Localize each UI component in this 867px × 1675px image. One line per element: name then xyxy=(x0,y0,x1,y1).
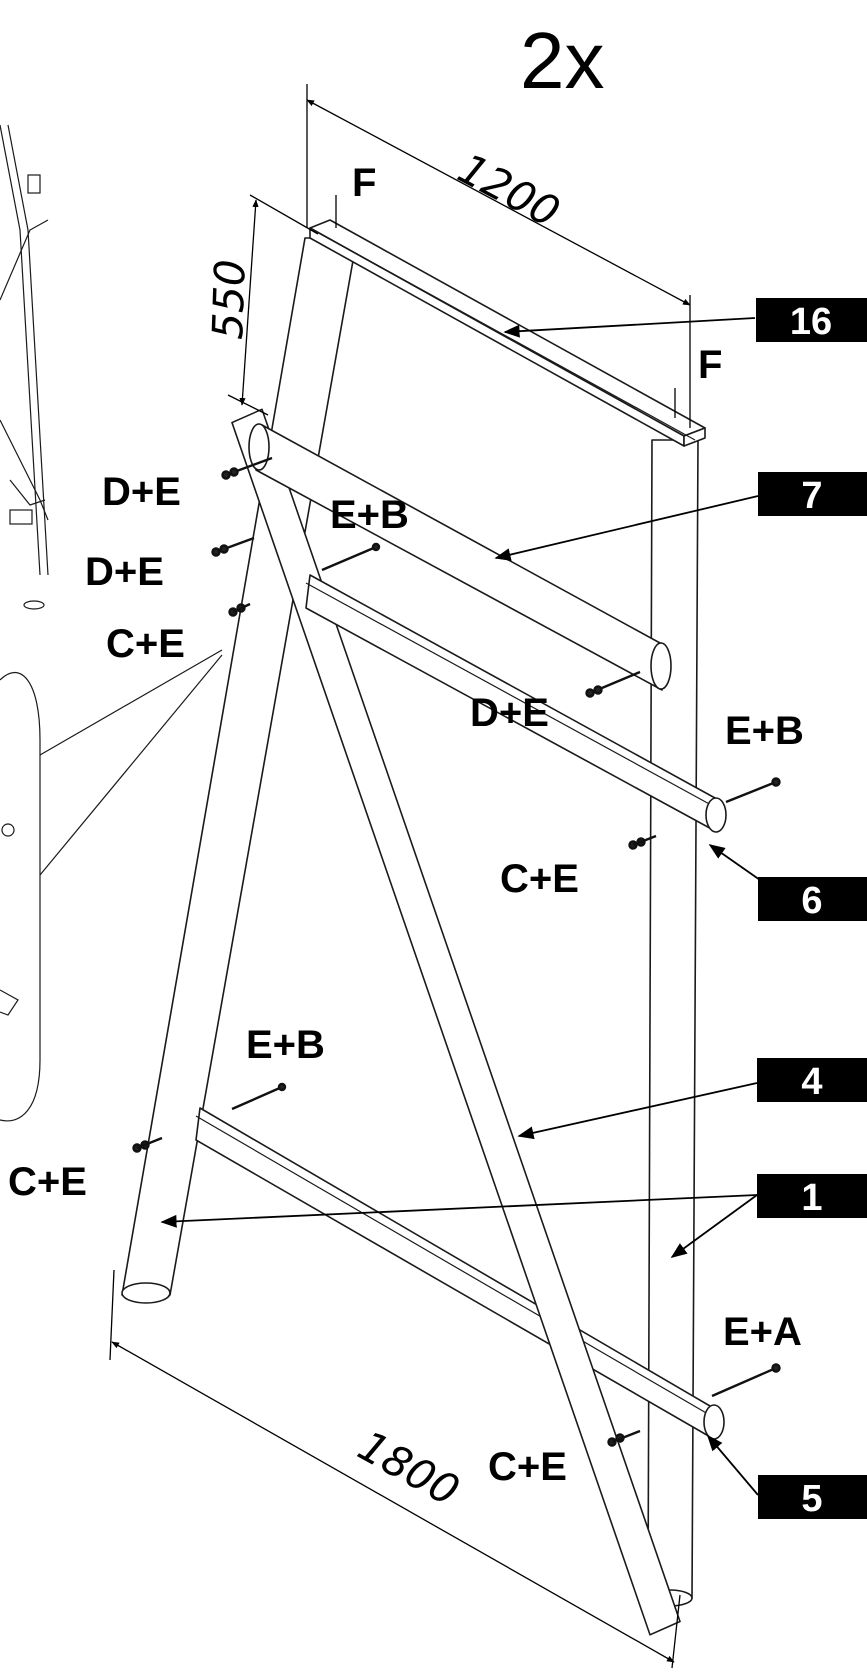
part-tag-4: 4 xyxy=(757,1058,867,1103)
detail-callout-lines xyxy=(39,649,223,876)
svg-text:7: 7 xyxy=(801,475,822,517)
dimension-width-top: 1200 xyxy=(450,144,567,237)
frame-assembly xyxy=(121,219,727,1636)
dimension-lines xyxy=(109,84,691,1669)
fastener-label-de-3: D+E xyxy=(470,691,549,735)
part-tag-6: 6 xyxy=(758,877,867,922)
fastener-label-ce-2: C+E xyxy=(500,857,579,901)
brace-part-4 xyxy=(231,408,681,1636)
fastener-label-ea-1: E+A xyxy=(723,1310,802,1354)
svg-text:4: 4 xyxy=(801,1061,822,1103)
fastener-label-f-left: F xyxy=(352,161,376,205)
fastener-label-eb-2: E+B xyxy=(725,709,804,753)
board-part-16 xyxy=(309,219,706,437)
part-tag-7: 7 xyxy=(758,472,867,517)
fastener-label-eb-3: E+B xyxy=(246,1023,325,1067)
svg-text:16: 16 xyxy=(790,301,832,343)
crossbar-part-5 xyxy=(195,1107,713,1439)
svg-text:6: 6 xyxy=(801,880,822,922)
fastener-label-de-2: D+E xyxy=(85,550,164,594)
svg-text:1: 1 xyxy=(801,1177,822,1219)
part-tag-5: 5 xyxy=(758,1475,867,1520)
fastener-label-f-right: F xyxy=(698,343,722,387)
fastener-label-eb-1: E+B xyxy=(330,493,409,537)
dimension-length-base: 1800 xyxy=(350,1421,467,1516)
part-leaders xyxy=(160,317,761,1496)
svg-text:5: 5 xyxy=(801,1478,822,1520)
dimension-height-upper: 550 xyxy=(203,259,255,341)
fastener-label-ce-1: C+E xyxy=(106,622,185,666)
fastener-label-de-1: D+E xyxy=(102,470,181,514)
partial-detail-view xyxy=(0,124,49,1122)
part-tag-16: 16 xyxy=(756,298,867,343)
quantity-label: 2x xyxy=(520,16,605,105)
part-tag-1: 1 xyxy=(757,1174,867,1219)
fastener-label-ce-3: C+E xyxy=(8,1160,87,1204)
fastener-label-ce-4: C+E xyxy=(488,1445,567,1489)
